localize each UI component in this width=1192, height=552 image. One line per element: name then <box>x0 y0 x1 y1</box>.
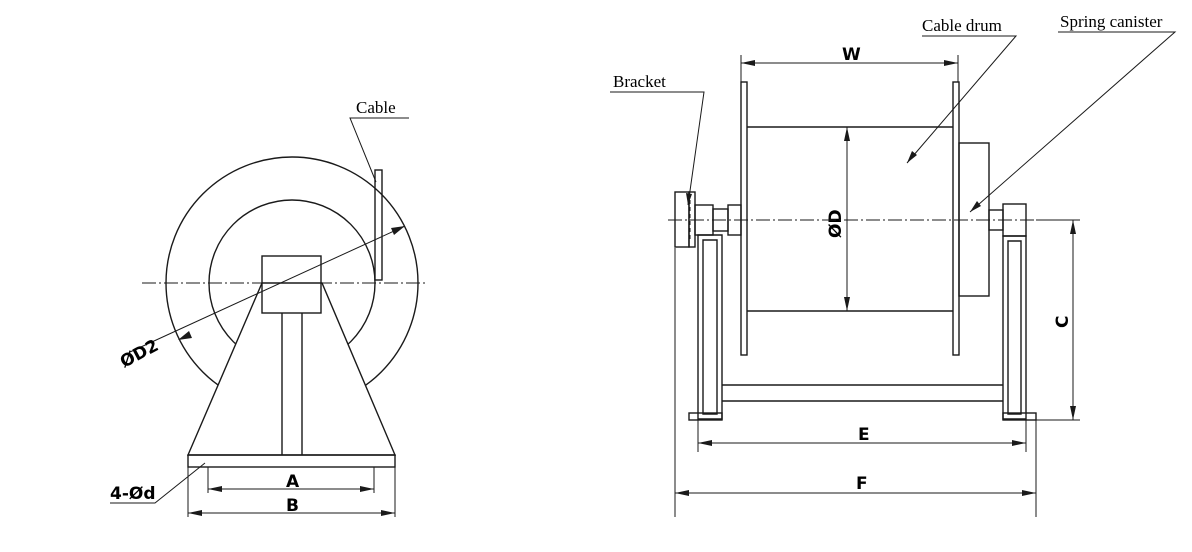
drum-flange-left <box>740 81 748 356</box>
a-dimension-label: A <box>286 472 300 492</box>
bracket-label: Bracket <box>613 72 666 91</box>
side-view: Cable ØD2 4-Ød A B <box>110 98 428 517</box>
right-frame-leg <box>1002 235 1027 420</box>
drum-flange-right <box>952 81 960 356</box>
left-foot <box>688 412 723 421</box>
hub-box <box>261 255 322 314</box>
d2-dimension-label: ØD2 <box>117 336 162 373</box>
cable-drum-label: Cable drum <box>922 16 1002 35</box>
base-plate <box>187 454 396 468</box>
cable-label: Cable <box>356 98 396 117</box>
d2-arrow-top <box>391 226 405 235</box>
spring-canister-label: Spring canister <box>1060 12 1163 31</box>
w-dimension-label: W <box>842 45 861 65</box>
cable-leader <box>349 117 409 183</box>
c-dimension-label: C <box>1053 316 1073 328</box>
right-foot <box>1002 412 1037 421</box>
cable-drum-leader <box>906 35 1018 164</box>
frame-triangle <box>186 282 397 456</box>
b-dimension-label: B <box>286 496 299 516</box>
d-dimension-label: ØD <box>826 209 846 238</box>
d2-arrow-bottom <box>178 331 192 340</box>
e-dimension-label: E <box>858 425 870 445</box>
cable-line <box>374 169 383 281</box>
left-frame-leg <box>697 234 723 420</box>
d2-dimension-line <box>129 225 406 353</box>
front-view: W ØD <box>610 12 1177 517</box>
spring-canister-leader <box>969 31 1177 213</box>
bracket-leader <box>610 91 705 206</box>
holes-label: 4-Ød <box>110 484 156 504</box>
f-dimension-label: F <box>856 474 868 494</box>
